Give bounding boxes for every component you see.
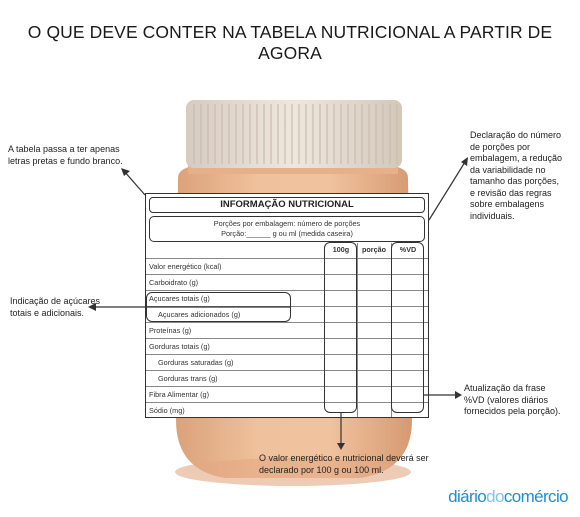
page-title: O QUE DEVE CONTER NA TABELA NUTRICIONAL … (27, 22, 553, 63)
note-portions: Declaração do número de porções por emba… (470, 130, 563, 221)
brand-logo: diáriodocomércio (448, 487, 568, 506)
column-100g: 100g (332, 245, 350, 254)
table-row: Sódio (mg) (146, 402, 428, 418)
table-row: Açucares totais (g) (146, 290, 428, 306)
serving-info: Porções por embalagem: número de porções… (149, 216, 425, 242)
table-row: Proteínas (g) (146, 322, 428, 338)
table-row: Gorduras totais (g) (146, 338, 428, 354)
note-sugar-indication: Indicação de açúcares totais e adicionai… (10, 296, 101, 318)
column-porcao: porção (362, 245, 386, 254)
highlight-100g-column (324, 242, 357, 413)
column-divider (357, 258, 358, 417)
table-row: Gorduras trans (g) (146, 370, 428, 386)
serving-per-package: Porções por embalagem: número de porções (213, 219, 361, 228)
nutrition-table: INFORMAÇÃO NUTRICIONAL Porções por embal… (145, 193, 429, 418)
table-row: Carboidrato (g) (146, 274, 428, 290)
note-black-letters: A tabela passa a ter apenas letras preta… (8, 144, 123, 166)
note-100g-declaration: O valor energético e nutricional deverá … (259, 453, 429, 475)
note-vd-update: Atualização da frase %VD (valores diário… (464, 383, 561, 416)
table-row: Gorduras saturadas (g) (146, 354, 428, 370)
column-divider (357, 243, 358, 258)
table-row: Fibra Alimentar (g) (146, 386, 428, 402)
table-row: Valor energético (kcal) (146, 258, 428, 274)
serving-size: Porção:______ g ou ml (medida caseira) (221, 229, 353, 238)
table-header: INFORMAÇÃO NUTRICIONAL (149, 197, 425, 213)
highlight-vd-column (391, 242, 424, 413)
column-vd: %VD (399, 245, 417, 254)
